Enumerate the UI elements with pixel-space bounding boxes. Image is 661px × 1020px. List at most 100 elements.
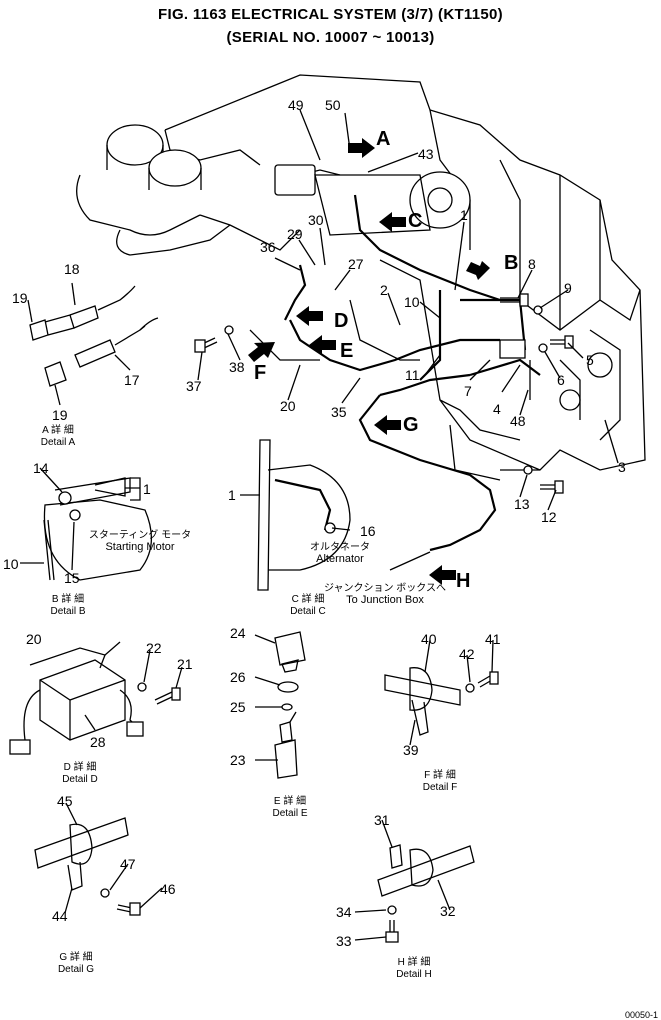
part-number-24: 24 (230, 625, 246, 641)
part-number-45: 45 (57, 793, 73, 809)
part-number-46: 46 (160, 881, 176, 897)
part-number-22: 22 (146, 640, 162, 656)
part-number-26: 26 (230, 669, 246, 685)
detail-h-caption-jp: H 詳 細 (397, 957, 431, 968)
part-number-1-c: 1 (228, 487, 236, 503)
part-number-10: 10 (404, 294, 420, 310)
part-number-8: 8 (528, 256, 536, 272)
engine-block (164, 74, 646, 481)
detail-c-drawing (257, 439, 351, 591)
part-number-17: 17 (124, 372, 140, 388)
part-number-13: 13 (514, 496, 530, 512)
part-number-3: 3 (618, 459, 626, 475)
part-number-7: 7 (464, 383, 472, 399)
part-number-19: 19 (12, 290, 28, 306)
part-number-23: 23 (230, 752, 246, 768)
detail-g-caption-jp: G 詳 細 (59, 952, 93, 963)
part-number-32: 32 (440, 903, 456, 919)
part-number-48: 48 (510, 413, 526, 429)
starting-motor-label: Starting Motor (105, 541, 175, 553)
detail-a-drawing (29, 285, 159, 387)
detail-d-caption: Detail D (62, 774, 98, 785)
part-number-14: 14 (33, 460, 49, 476)
callout-d: D (334, 310, 349, 332)
part-number-47: 47 (120, 856, 136, 872)
leader-lines (20, 109, 619, 941)
detail-h-caption: Detail H (396, 969, 432, 980)
detail-b-caption-jp: B 詳 細 (51, 594, 85, 605)
part-number-12: 12 (541, 509, 557, 525)
part-number-34: 34 (336, 904, 352, 920)
callout-arrows (248, 138, 490, 585)
part-number-16: 16 (360, 523, 376, 539)
callout-h: H (456, 570, 471, 592)
detail-f-caption: Detail F (422, 782, 458, 793)
detail-e-caption: Detail E (272, 808, 308, 819)
detail-g-drawing (34, 817, 141, 916)
detail-d-drawing (9, 647, 181, 755)
detail-c-caption: Detail C (290, 606, 326, 617)
part-number-42: 42 (459, 646, 475, 662)
part-number-25: 25 (230, 699, 246, 715)
part-number-27: 27 (348, 256, 364, 272)
starting-motor-label-jp: スターティング モータ (88, 530, 192, 541)
part-number-29: 29 (287, 226, 303, 242)
part-number-30: 30 (308, 212, 324, 228)
figure-subtitle: (SERIAL NO. 10007 ~ 10013) (226, 29, 435, 46)
part-number-41: 41 (485, 631, 501, 647)
detail-e-caption-jp: E 詳 細 (273, 796, 307, 807)
part-number-9: 9 (564, 280, 572, 296)
part-number-5: 5 (586, 352, 594, 368)
part-number-6: 6 (557, 372, 565, 388)
callout-g: G (403, 414, 419, 436)
part-number-37: 37 (186, 378, 202, 394)
callout-c: C (408, 210, 423, 232)
detail-c-caption-jp: C 詳 細 (291, 594, 325, 605)
part-number-44: 44 (52, 908, 68, 924)
part-number-50: 50 (325, 97, 341, 113)
callout-e: E (340, 340, 354, 362)
drawing-code: 00050-1 (624, 1010, 658, 1020)
part-number-20: 20 (280, 398, 296, 414)
part-number-1-b: 1 (143, 481, 151, 497)
part-number-36: 36 (260, 239, 276, 255)
part-number-28: 28 (90, 734, 106, 750)
part-number-10-b: 10 (3, 556, 19, 572)
detail-f-caption-jp: F 詳 細 (424, 770, 456, 781)
detail-a-caption: Detail A (40, 437, 76, 448)
detail-b-caption: Detail B (50, 606, 86, 617)
detail-d-caption-jp: D 詳 細 (63, 762, 97, 773)
part-number-39: 39 (403, 742, 419, 758)
part-number-20-b: 20 (26, 631, 42, 647)
part-number-21: 21 (177, 656, 193, 672)
part-number-18: 18 (64, 261, 80, 277)
alternator-label-jp: オルタネータ (310, 542, 370, 553)
air-cleaner-canisters (76, 124, 241, 256)
part-number-38: 38 (229, 359, 245, 375)
alternator-label: Alternator (316, 553, 364, 565)
detail-f-drawing (384, 667, 499, 736)
part-number-35: 35 (331, 404, 347, 420)
part-number-4: 4 (493, 401, 501, 417)
callout-f: F (254, 362, 267, 384)
part-number-2: 2 (380, 282, 388, 298)
detail-g-caption: Detail G (57, 964, 95, 975)
detail-h-drawing (377, 844, 475, 943)
part-number-40: 40 (421, 631, 437, 647)
detail-a-caption-jp: A 詳 細 (42, 425, 74, 436)
part-number-1: 1 (460, 207, 468, 223)
part-number-11: 11 (405, 367, 420, 383)
part-number-49: 49 (288, 97, 304, 113)
junction-pointer (389, 551, 431, 571)
callout-b: B (504, 252, 519, 274)
figure-title: FIG. 1163 ELECTRICAL SYSTEM (3/7) (KT115… (158, 6, 503, 23)
part-number-15: 15 (64, 570, 80, 586)
part-number-33: 33 (336, 933, 352, 949)
part-number-19-b: 19 (52, 407, 68, 423)
part-number-31: 31 (374, 812, 390, 828)
junction-box-label-jp: ジャンクション ボックスへ (324, 583, 446, 594)
part-number-43: 43 (418, 146, 434, 162)
callout-a: A (376, 128, 391, 150)
